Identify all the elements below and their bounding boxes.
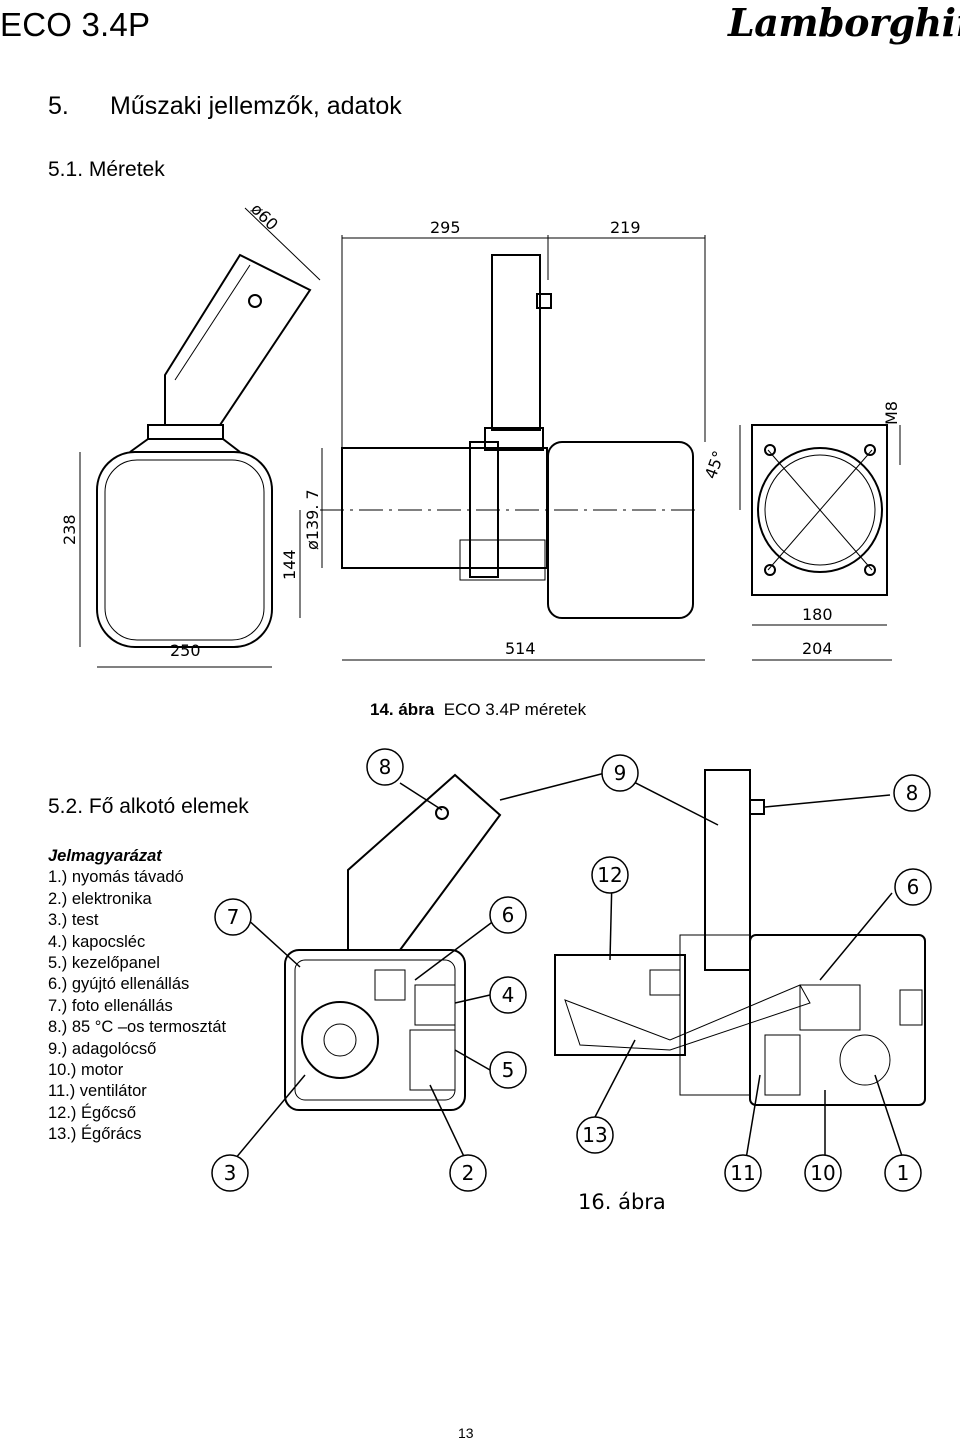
document-title: ECO 3.4P [0, 6, 151, 43]
figure-14-caption: 14. ábra ECO 3.4P méretek [370, 700, 586, 720]
callout-label: 2 [462, 1161, 475, 1185]
callout-label: 9 [614, 761, 627, 785]
figure-16-label: 16. ábra [578, 1190, 666, 1214]
section-number: 5. [48, 92, 69, 120]
body-outline-left [96, 451, 273, 648]
callout-label: 8 [379, 755, 392, 779]
callout-label: 11 [730, 1161, 755, 1185]
housing-outline [547, 441, 694, 619]
section-heading-5-1: 5.1. Méretek [48, 158, 165, 181]
legend-item: 5.) kezelőpanel [48, 954, 160, 973]
brand-logo: Lamborghini [728, 0, 960, 45]
side-housing [749, 934, 926, 1106]
dim-m8: M8 [882, 401, 901, 425]
dim-144: 144 [280, 549, 299, 580]
legend-item: 12.) Égőcső [48, 1103, 137, 1122]
legend-item: 1.) nyomás távadó [48, 868, 184, 887]
callout-label: 7 [227, 905, 240, 929]
legend-item: 2.) elektronika [48, 889, 152, 908]
figure-14-label: 14. ábra [370, 700, 435, 719]
legend-title: Jelmagyarázat [48, 847, 162, 865]
legend-item: 11.) ventilátor [48, 1082, 147, 1101]
dim-204: 204 [802, 639, 833, 658]
side-burner-tube [554, 954, 686, 1056]
section-heading-5: 5. Műszaki jellemzők, adatok [48, 92, 402, 121]
section-heading-5-2: 5.2. Fő alkotó elemek [48, 795, 249, 818]
front-panel-body [284, 949, 466, 1111]
legend-item: 3.) test [48, 911, 99, 930]
side-feed-tube [704, 769, 751, 971]
fan-circle [301, 1001, 379, 1079]
callout-label: 4 [502, 983, 515, 1007]
dim-180: 180 [802, 605, 833, 624]
legend-item: 10.) motor [48, 1061, 124, 1080]
legend-item: 13.) Égőrács [48, 1125, 142, 1144]
page-number: 13 [458, 1425, 474, 1441]
callout-label: 6 [907, 875, 920, 899]
callout-label: 3 [224, 1161, 237, 1185]
dim-d60: ø60 [247, 199, 282, 234]
burner-tube [341, 447, 548, 569]
dim-295: 295 [430, 218, 461, 237]
callout-label: 12 [597, 863, 622, 887]
dim-45: 45° [701, 448, 729, 481]
legend-item: 8.) 85 °C –os termosztát [48, 1018, 227, 1037]
callout-label: 1 [897, 1161, 910, 1185]
callout-label: 5 [502, 1058, 515, 1082]
vertical-feed-tube [491, 254, 541, 431]
front-square-outline [751, 424, 888, 596]
dim-514: 514 [505, 639, 536, 658]
components-drawing: 8 9 8 12 6 7 6 4 5 13 3 2 11 10 1 [211, 748, 932, 1192]
callout-label: 8 [906, 781, 919, 805]
legend-item: 4.) kapocsléc [48, 932, 146, 951]
legend-item: 7.) foto ellenállás [48, 996, 173, 1015]
dim-250: 250 [170, 641, 201, 660]
legend-item: 6.) gyújtó ellenállás [48, 975, 190, 994]
dim-d139: ø139. 7 [303, 489, 322, 550]
legend: Jelmagyarázat 1.) nyomás távadó 2.) elek… [48, 846, 226, 1146]
callout-label: 10 [810, 1161, 835, 1185]
section-title: Műszaki jellemzők, adatok [110, 92, 402, 120]
angled-feed-tube [347, 773, 502, 951]
legend-item: 9.) adagolócső [48, 1039, 157, 1058]
callout-label: 13 [582, 1123, 607, 1147]
callout-label: 6 [502, 903, 515, 927]
dim-219: 219 [610, 218, 641, 237]
dimension-drawing: ø60 295 219 M8 238 144 ø139. 7 45° 250 5… [60, 199, 901, 668]
figure-14-caption-text: ECO 3.4P méretek [443, 700, 587, 719]
dim-238: 238 [60, 514, 79, 545]
